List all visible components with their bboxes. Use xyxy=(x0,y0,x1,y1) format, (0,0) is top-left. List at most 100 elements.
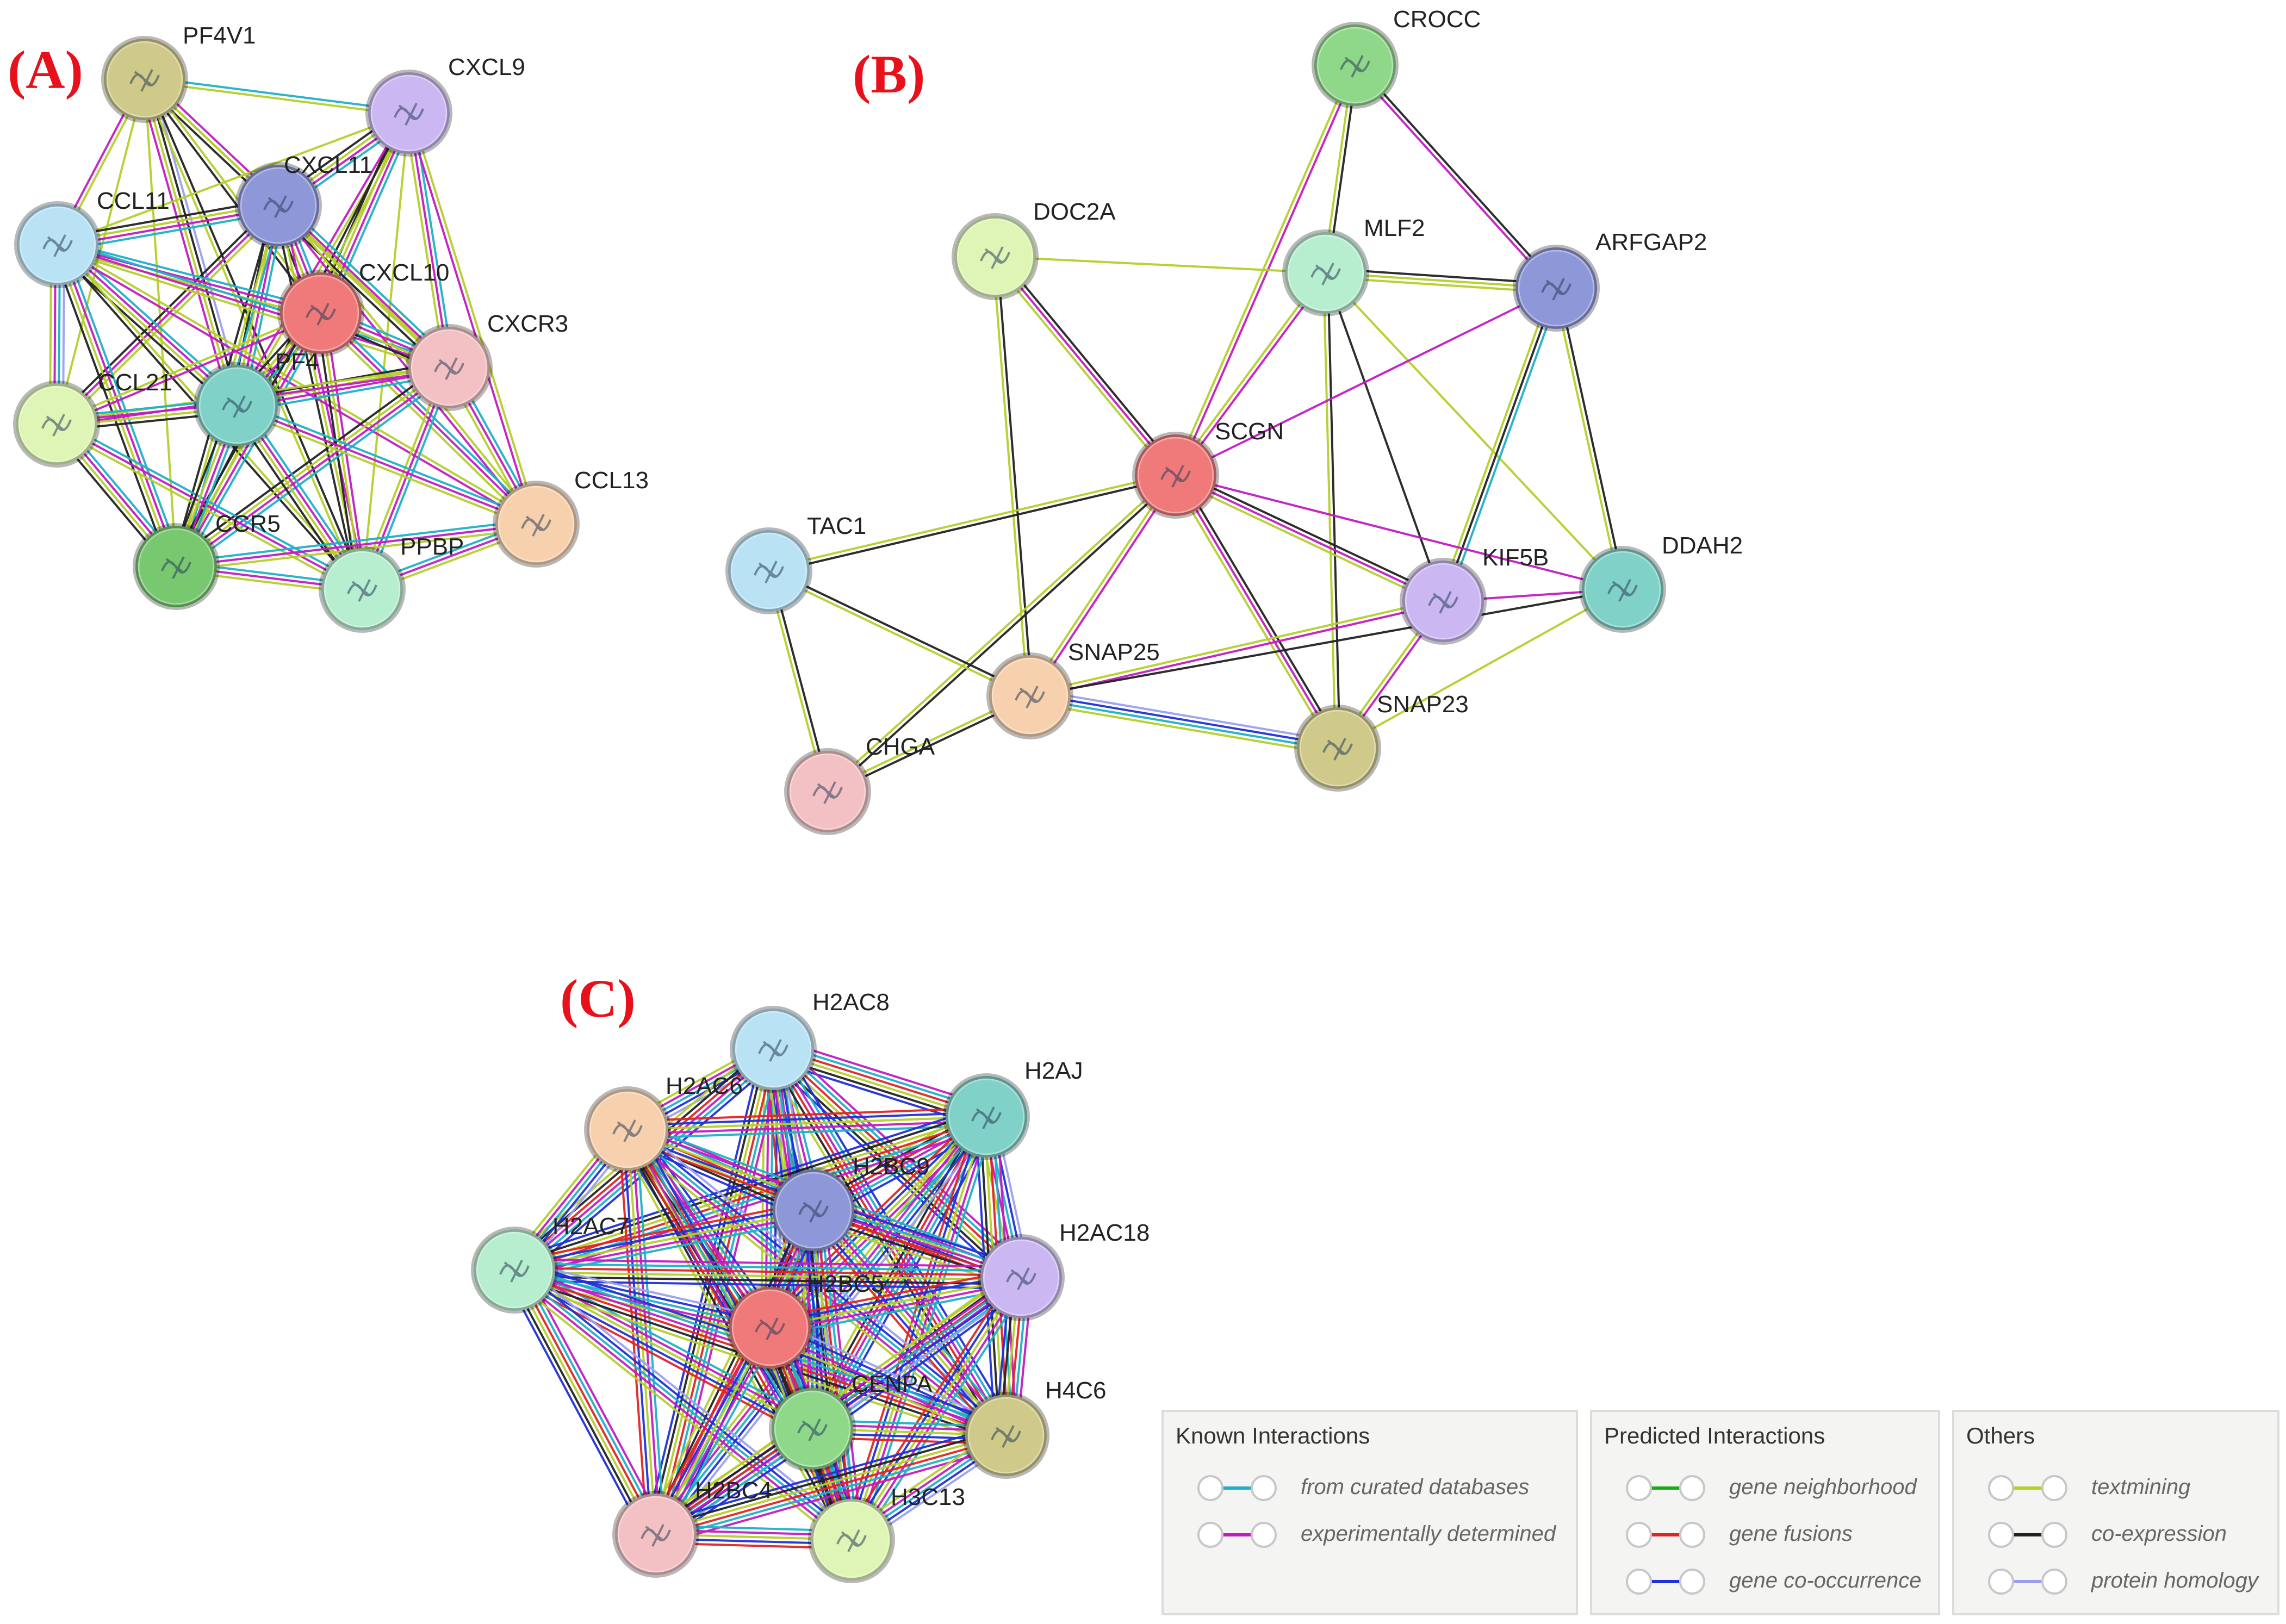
edge-h2aj-h2ac6 xyxy=(627,1107,986,1123)
node-highlight xyxy=(18,385,95,463)
node-h2ac18[interactable]: H2AC18 xyxy=(978,1219,1150,1321)
node-h2ac6[interactable]: H2AC6 xyxy=(584,1073,743,1173)
edge-cxcl11-ccl21 xyxy=(55,204,279,425)
edge-h2aj-h3c13 xyxy=(854,1117,992,1542)
edge-tac1-snap25 xyxy=(769,568,1032,695)
edge-doc2a-scgn xyxy=(997,253,1180,474)
edge-snap25-snap23 xyxy=(1030,693,1339,748)
node-label: CXCL11 xyxy=(284,152,372,178)
edge-h2ac18-h2bc5 xyxy=(769,1277,1022,1329)
edge-h2ac7-h2ac18 xyxy=(514,1279,1021,1290)
node-pf4[interactable]: PF4 xyxy=(194,349,319,449)
edge-h2ac7-h2bc5 xyxy=(515,1265,772,1325)
node-cxcl10[interactable]: CXCL10 xyxy=(277,259,449,357)
node-mlf2[interactable]: MLF2 xyxy=(1282,215,1425,316)
node-doc2a[interactable]: DOC2A xyxy=(952,198,1116,300)
node-tac1[interactable]: TAC1 xyxy=(725,513,866,614)
node-scgn[interactable]: SCGN xyxy=(1132,418,1284,519)
edge-h2ac7-h2bc4 xyxy=(519,1266,663,1532)
edge-cxcr3-ccr5 xyxy=(174,365,449,566)
legend-item-cooccurrence: gene co-occurrence xyxy=(1623,1565,1933,1598)
edge-pf4v1-ppbp xyxy=(145,78,365,589)
node-ccl21[interactable]: CCL21 xyxy=(13,369,172,468)
edge-scgn-snap25 xyxy=(1027,473,1175,695)
node-h2bc4[interactable]: H2BC4 xyxy=(612,1477,772,1578)
protein-structure-icon xyxy=(129,69,160,92)
node-h2bc5[interactable]: H2BC5 xyxy=(726,1271,884,1371)
edge-h2ac7-h2bc5 xyxy=(516,1260,772,1321)
node-cenpa[interactable]: CENPA xyxy=(769,1371,933,1472)
edge-cxcl11-ccl21 xyxy=(52,201,276,422)
swatch-homology-icon xyxy=(1988,1569,2067,1595)
node-ccl13[interactable]: CCL13 xyxy=(493,467,649,568)
node-ddah2[interactable]: DDAH2 xyxy=(1579,532,1743,633)
edge-h2ac8-h4c6 xyxy=(774,1047,1009,1435)
protein-structure-icon xyxy=(434,357,464,380)
node-cxcr3[interactable]: CXCR3 xyxy=(406,310,568,411)
edge-arfgap2-ddah2 xyxy=(1557,287,1626,589)
node-cxcl9[interactable]: CXCL9 xyxy=(365,54,525,157)
node-arfgap2[interactable]: ARFGAP2 xyxy=(1513,229,1707,332)
edge-ccl11-ccl13 xyxy=(55,245,536,527)
legend-known-title: Known Interactions xyxy=(1176,1423,1370,1448)
edge-ccl11-cxcl10 xyxy=(56,247,320,319)
node-snap25[interactable]: SNAP25 xyxy=(986,639,1160,739)
node-chga[interactable]: CHGA xyxy=(784,733,935,835)
node-h2ac7[interactable]: H2AC7 xyxy=(471,1213,630,1314)
edge-h2ac18-h2bc5 xyxy=(768,1268,1020,1321)
node-highlight xyxy=(967,1397,1045,1474)
edge-h2aj-h2bc5 xyxy=(769,1116,987,1329)
node-h2ac8[interactable]: H2AC8 xyxy=(730,989,890,1093)
node-ccl11[interactable]: CCL11 xyxy=(14,188,170,288)
edge-scgn-ddah2 xyxy=(1175,474,1623,590)
edge-h2aj-h2bc4 xyxy=(661,1121,995,1541)
protein-structure-icon xyxy=(306,303,336,326)
edge-h2ac7-h3c13 xyxy=(513,1269,853,1541)
node-label: CCL21 xyxy=(98,369,172,396)
edge-tac1-snap25 xyxy=(767,571,1030,699)
edge-cxcl9-pf4 xyxy=(234,111,408,405)
edge-arfgap2-scgn xyxy=(1175,287,1557,476)
legend-label-fusions: gene fusions xyxy=(1729,1522,1853,1546)
node-h4c6[interactable]: H4C6 xyxy=(962,1377,1107,1479)
node-kif5b[interactable]: KIF5B xyxy=(1400,544,1549,645)
protein-structure-icon xyxy=(1160,465,1191,488)
node-h3c13[interactable]: H3C13 xyxy=(808,1484,965,1583)
protein-structure-icon xyxy=(394,103,424,126)
node-label: PF4V1 xyxy=(183,22,256,49)
node-pf4v1[interactable]: PF4V1 xyxy=(101,22,256,123)
edge-h2aj-h2ac7 xyxy=(516,1122,989,1278)
node-highlight xyxy=(775,1172,852,1249)
node-ccr5[interactable]: CCR5 xyxy=(133,511,281,610)
node-highlight xyxy=(1287,234,1364,312)
node-ppbp[interactable]: PPBP xyxy=(319,533,464,633)
edge-cxcl9-ccl11 xyxy=(57,112,409,246)
node-h2bc9[interactable]: H2BC9 xyxy=(770,1153,930,1254)
panel-letter: (C) xyxy=(560,968,636,1029)
node-highlight xyxy=(240,167,317,244)
node-highlight xyxy=(789,753,866,830)
node-label: CXCL10 xyxy=(359,259,449,286)
edge-h2ac7-h2bc4 xyxy=(507,1272,651,1538)
edge-h2bc5-h4c6 xyxy=(769,1327,1007,1436)
node-h2aj[interactable]: H2AJ xyxy=(943,1057,1083,1160)
edge-arfgap2-kif5b xyxy=(1446,289,1562,603)
protein-structure-icon xyxy=(521,514,551,537)
swatch-experimental-icon xyxy=(1197,1522,1277,1548)
node-cxcl11[interactable]: CXCL11 xyxy=(235,152,372,249)
edge-h2bc9-h4c6 xyxy=(806,1215,1001,1442)
edge-doc2a-mlf2 xyxy=(995,256,1326,274)
node-crocc[interactable]: CROCC xyxy=(1312,6,1481,109)
node-highlight xyxy=(498,486,575,563)
node-highlight xyxy=(589,1091,666,1168)
protein-structure-icon xyxy=(1015,686,1045,708)
edge-ccl11-cxcl10 xyxy=(58,239,322,310)
node-highlight xyxy=(138,528,215,605)
legend-item-experimental: experimentally determined xyxy=(1194,1519,1569,1551)
node-label: PF4 xyxy=(275,349,319,375)
edge-h2ac8-h2ac18 xyxy=(771,1050,1021,1280)
node-snap23[interactable]: SNAP23 xyxy=(1294,691,1469,792)
legend-item-homology: protein homology xyxy=(1985,1565,2273,1598)
